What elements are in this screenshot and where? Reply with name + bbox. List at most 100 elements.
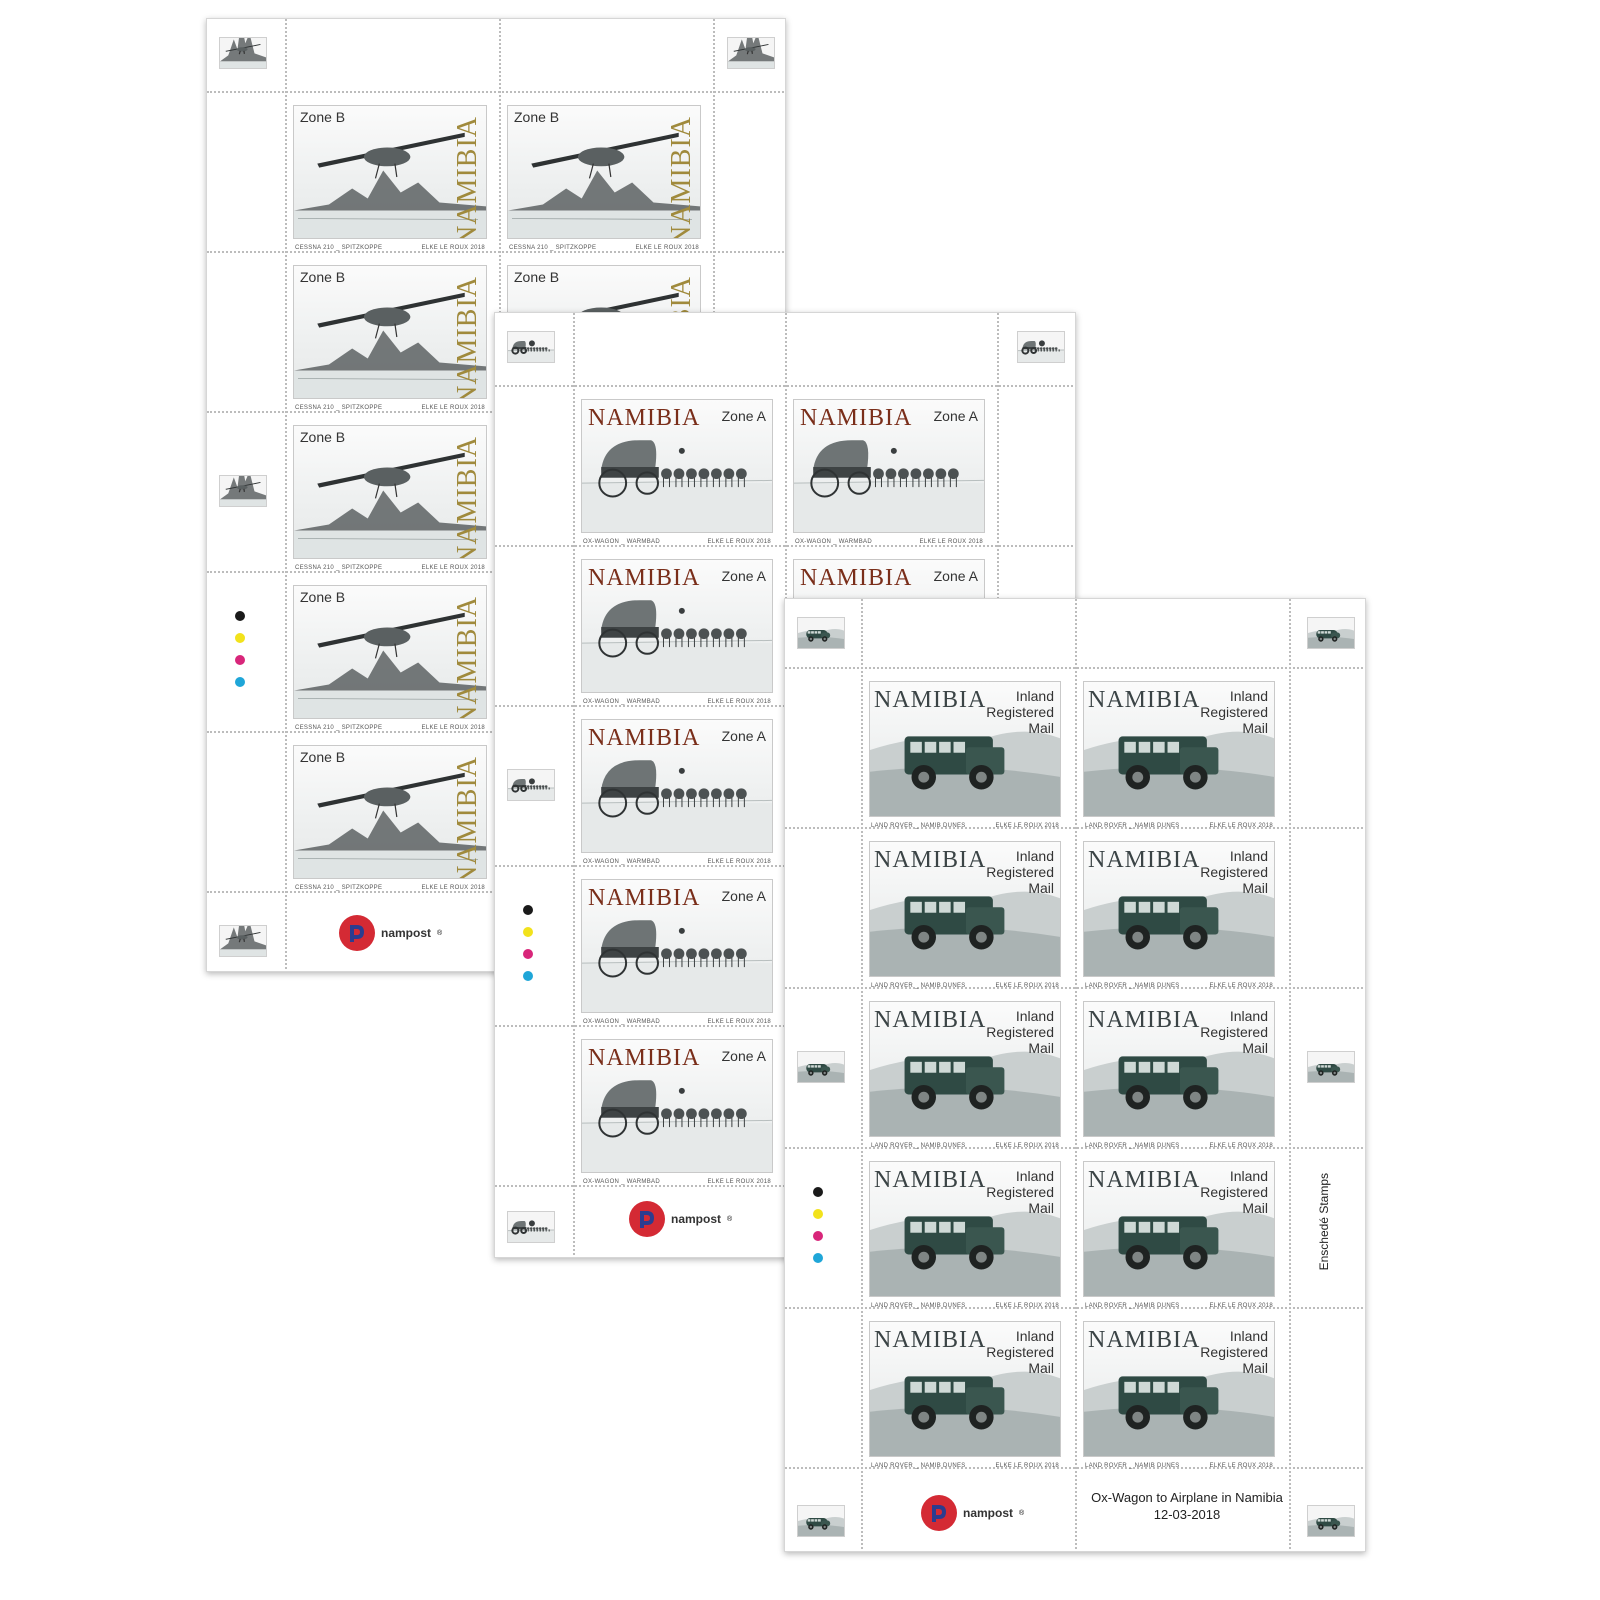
stamp-value: Zone A: [721, 728, 766, 744]
stamp-country: NAMIBIA: [874, 687, 987, 713]
stamp-value-line: Inland: [1229, 848, 1268, 864]
stamp-value: Zone B: [300, 109, 346, 125]
stamp-caption: LAND ROVER _ NAMIB DUNES: [1085, 823, 1180, 829]
perforation-line: [785, 667, 1365, 669]
stamp-country: NAMIBIA: [874, 1007, 987, 1033]
perforation-line: [285, 19, 287, 971]
issue-date: 12-03-2018: [1153, 1507, 1221, 1522]
registration-dot: [813, 1187, 823, 1197]
stamp-value-line: Mail: [1242, 1200, 1268, 1216]
stamp-artist-credit: ELKE LE ROUX 2018: [1209, 983, 1273, 989]
margin-thumbnail: [1017, 331, 1065, 363]
land-rover-icon: [1084, 1371, 1274, 1456]
registration-dot: [235, 611, 245, 621]
nampost-logo-text: nampost: [671, 1212, 722, 1226]
perforation-line: [785, 1147, 1365, 1149]
margin-thumbnail: [797, 617, 845, 649]
stamp-caption: LAND ROVER _ NAMIB DUNES: [1085, 1303, 1180, 1309]
perforation-line: [785, 827, 1365, 829]
perforation-line: [861, 599, 863, 1551]
stamp-caption: LAND ROVER _ NAMIB DUNES: [1085, 1143, 1180, 1149]
stamp-value-line: Mail: [1242, 1040, 1268, 1056]
stamp-artist-credit: ELKE LE ROUX 2018: [421, 885, 485, 891]
stamp-country: NAMIBIA: [800, 565, 913, 591]
stamp-value-line: Mail: [1242, 1360, 1268, 1376]
registration-dot: [523, 905, 533, 915]
perforation-line: [207, 251, 785, 253]
stamp-value: Zone A: [721, 1048, 766, 1064]
stamp-caption: CESSNA 210 _ SPITZKOPPE: [295, 725, 383, 731]
margin-thumbnail: [727, 37, 775, 69]
stamp-value: Zone B: [300, 269, 346, 285]
margin-thumbnail: [797, 1505, 845, 1537]
stamp-value-line: Inland: [1015, 1328, 1054, 1344]
stamp-value-line: Registered: [986, 1024, 1054, 1040]
stamp-caption: OX-WAGON _ WARMBAD: [583, 1179, 660, 1185]
stamp-country: NAMIBIA: [1088, 847, 1201, 873]
nampost-logo: nampost®: [339, 915, 442, 951]
stamp-artist-credit: ELKE LE ROUX 2018: [995, 1463, 1059, 1469]
stamp-country: NAMIBIA: [452, 116, 483, 239]
stamp-caption: OX-WAGON _ WARMBAD: [795, 539, 872, 545]
stamp-value: Zone B: [300, 749, 346, 765]
stamp-value-line: Registered: [1200, 1184, 1268, 1200]
stamp-value-line: Mail: [1028, 1040, 1054, 1056]
land-rover-icon: [1084, 1211, 1274, 1296]
nampost-logo-text: nampost: [963, 1506, 1014, 1520]
stamp-artist-credit: ELKE LE ROUX 2018: [1209, 823, 1273, 829]
stamp-artist-credit: ELKE LE ROUX 2018: [421, 565, 485, 571]
land-rover-icon: [870, 1371, 1060, 1456]
stamp-artist-credit: ELKE LE ROUX 2018: [995, 1303, 1059, 1309]
margin-thumbnail: [1307, 1051, 1355, 1083]
registration-dot: [813, 1231, 823, 1241]
stamp-country: NAMIBIA: [588, 565, 701, 591]
stamp-value: Zone A: [933, 408, 978, 424]
stamp-artist-credit: ELKE LE ROUX 2018: [919, 539, 983, 545]
margin-thumbnail: [219, 37, 267, 69]
stamp-artist-credit: ELKE LE ROUX 2018: [1209, 1143, 1273, 1149]
stamp-caption: LAND ROVER _ NAMIB DUNES: [871, 1303, 966, 1309]
stamp-caption: LAND ROVER _ NAMIB DUNES: [871, 1143, 966, 1149]
stamp-artist-credit: ELKE LE ROUX 2018: [421, 405, 485, 411]
stamp-value: Zone B: [300, 429, 346, 445]
nampost-logo-icon: [921, 1495, 957, 1531]
airplane-icon: [294, 132, 486, 238]
stamp-country: NAMIBIA: [588, 405, 701, 431]
stamp-value: Zone A: [721, 888, 766, 904]
stamp-country: NAMIBIA: [1088, 687, 1201, 713]
stamp-value-line: Inland: [1229, 1168, 1268, 1184]
stamp-country: NAMIBIA: [1088, 1007, 1201, 1033]
registered-mark: ®: [727, 1215, 733, 1223]
